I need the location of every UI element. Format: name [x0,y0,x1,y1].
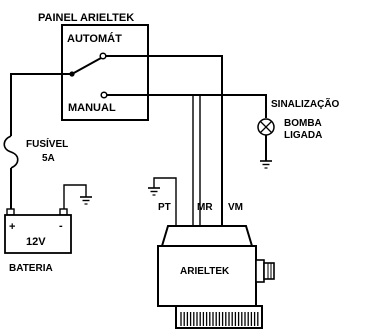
pump-intake-grille [180,312,259,326]
ground-icon [260,160,272,169]
ground-icon [148,187,160,196]
panel-title: PAINEL ARIELTEK [38,12,134,24]
lamp-label-line2: LIGADA [284,130,322,141]
battery-label: BATERIA [9,263,53,274]
signaling-title: SINALIZAÇÃO [271,97,340,110]
wire-label-pt: PT [158,202,171,213]
lamp-label-line1: BOMBA [284,118,322,129]
pump-brand: ARIELTEK [180,266,230,277]
wire-label-mr: MR [197,202,213,213]
battery-minus: - [59,220,63,232]
wire-label-vm: VM [228,202,243,213]
wire-manual-to-lamp [107,94,267,118]
battery-plus: + [9,221,15,233]
wire-pt [153,177,177,226]
wire-automat-to-pump [106,55,223,226]
ground-icon [80,196,92,205]
wire-panel-to-fuse [10,73,72,136]
wire-battery-ground [63,184,87,209]
fuse-label-line1: FUSÍVEL [26,137,68,150]
battery [4,208,72,254]
fuse-label-line2: 5A [42,153,55,164]
signal-lamp-icon [257,118,275,136]
manual-label: MANUAL [68,102,116,114]
automat-label: AUTOMÁT [67,32,122,45]
battery-voltage: 12V [26,236,46,248]
fuse-icon [3,135,19,169]
